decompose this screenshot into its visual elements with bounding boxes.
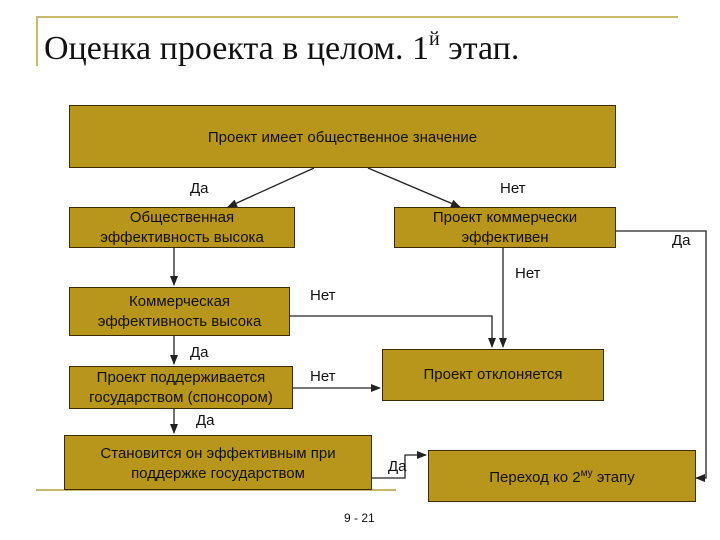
- title-main: Оценка проекта в целом. 1: [44, 30, 429, 67]
- box-public-efficiency: Общественная эффективность высока: [69, 207, 295, 248]
- box-commercial-effective-text: Проект коммерчески эффективен: [432, 208, 578, 246]
- next-stage-main: Переход ко 2: [489, 469, 581, 486]
- label-no-right-mid: Нет: [515, 265, 541, 282]
- slide-title: Оценка проекта в целом. 1й этап.: [44, 28, 519, 68]
- label-no-state: Нет: [310, 368, 336, 385]
- label-yes-commercial: Да: [190, 344, 209, 361]
- arrow-becomes-effective-yes-to-next-stage: [372, 451, 427, 479]
- box-state-supported-text: Проект поддерживается государством (спон…: [89, 368, 273, 406]
- box-rejected: Проект отклоняется: [382, 349, 604, 401]
- box-next-stage-text: Переход ко 2му этапу: [489, 464, 635, 488]
- label-yes-state: Да: [196, 412, 215, 429]
- arrow-top-to-public-efficiency: [227, 167, 315, 208]
- box-becomes-effective: Становится он эффективным при поддержке …: [64, 435, 372, 490]
- title-superscript: й: [428, 28, 440, 50]
- box-public-significance-text: Проект имеет общественное значение: [207, 129, 478, 146]
- decor-horizontal-rule: [36, 16, 678, 18]
- box-commercial-efficiency-text: Коммерческая эффективность высока: [97, 292, 262, 330]
- label-no-top: Нет: [500, 180, 526, 197]
- box-public-significance: Проект имеет общественное значение: [69, 105, 616, 168]
- decor-bottom-rule: [36, 489, 396, 491]
- next-stage-superscript: му: [580, 468, 593, 479]
- arrow-commercial-efficiency-no-to-rejected: [290, 315, 496, 348]
- label-yes-top: Да: [190, 180, 209, 197]
- label-yes-final: Да: [388, 458, 407, 475]
- box-state-supported: Проект поддерживается государством (спон…: [69, 366, 293, 409]
- page-number: 9 - 21: [344, 511, 375, 525]
- box-public-efficiency-text: Общественная эффективность высока: [100, 208, 264, 246]
- box-commercial-efficiency: Коммерческая эффективность высока: [69, 287, 290, 336]
- box-next-stage: Переход ко 2му этапу: [428, 450, 696, 502]
- arrow-top-to-commercial: [367, 167, 461, 208]
- box-becomes-effective-text: Становится он эффективным при поддержке …: [100, 445, 336, 482]
- box-commercial-effective: Проект коммерчески эффективен: [394, 207, 616, 248]
- next-stage-tail: этапу: [592, 469, 635, 486]
- box-rejected-text: Проект отклоняется: [423, 366, 563, 383]
- arrow-commercial-yes-to-next-stage: [616, 230, 707, 482]
- label-no-commercial: Нет: [310, 287, 336, 304]
- decor-vertical-rule: [36, 16, 38, 66]
- label-yes-right: Да: [672, 232, 691, 249]
- title-tail: этап.: [439, 30, 520, 67]
